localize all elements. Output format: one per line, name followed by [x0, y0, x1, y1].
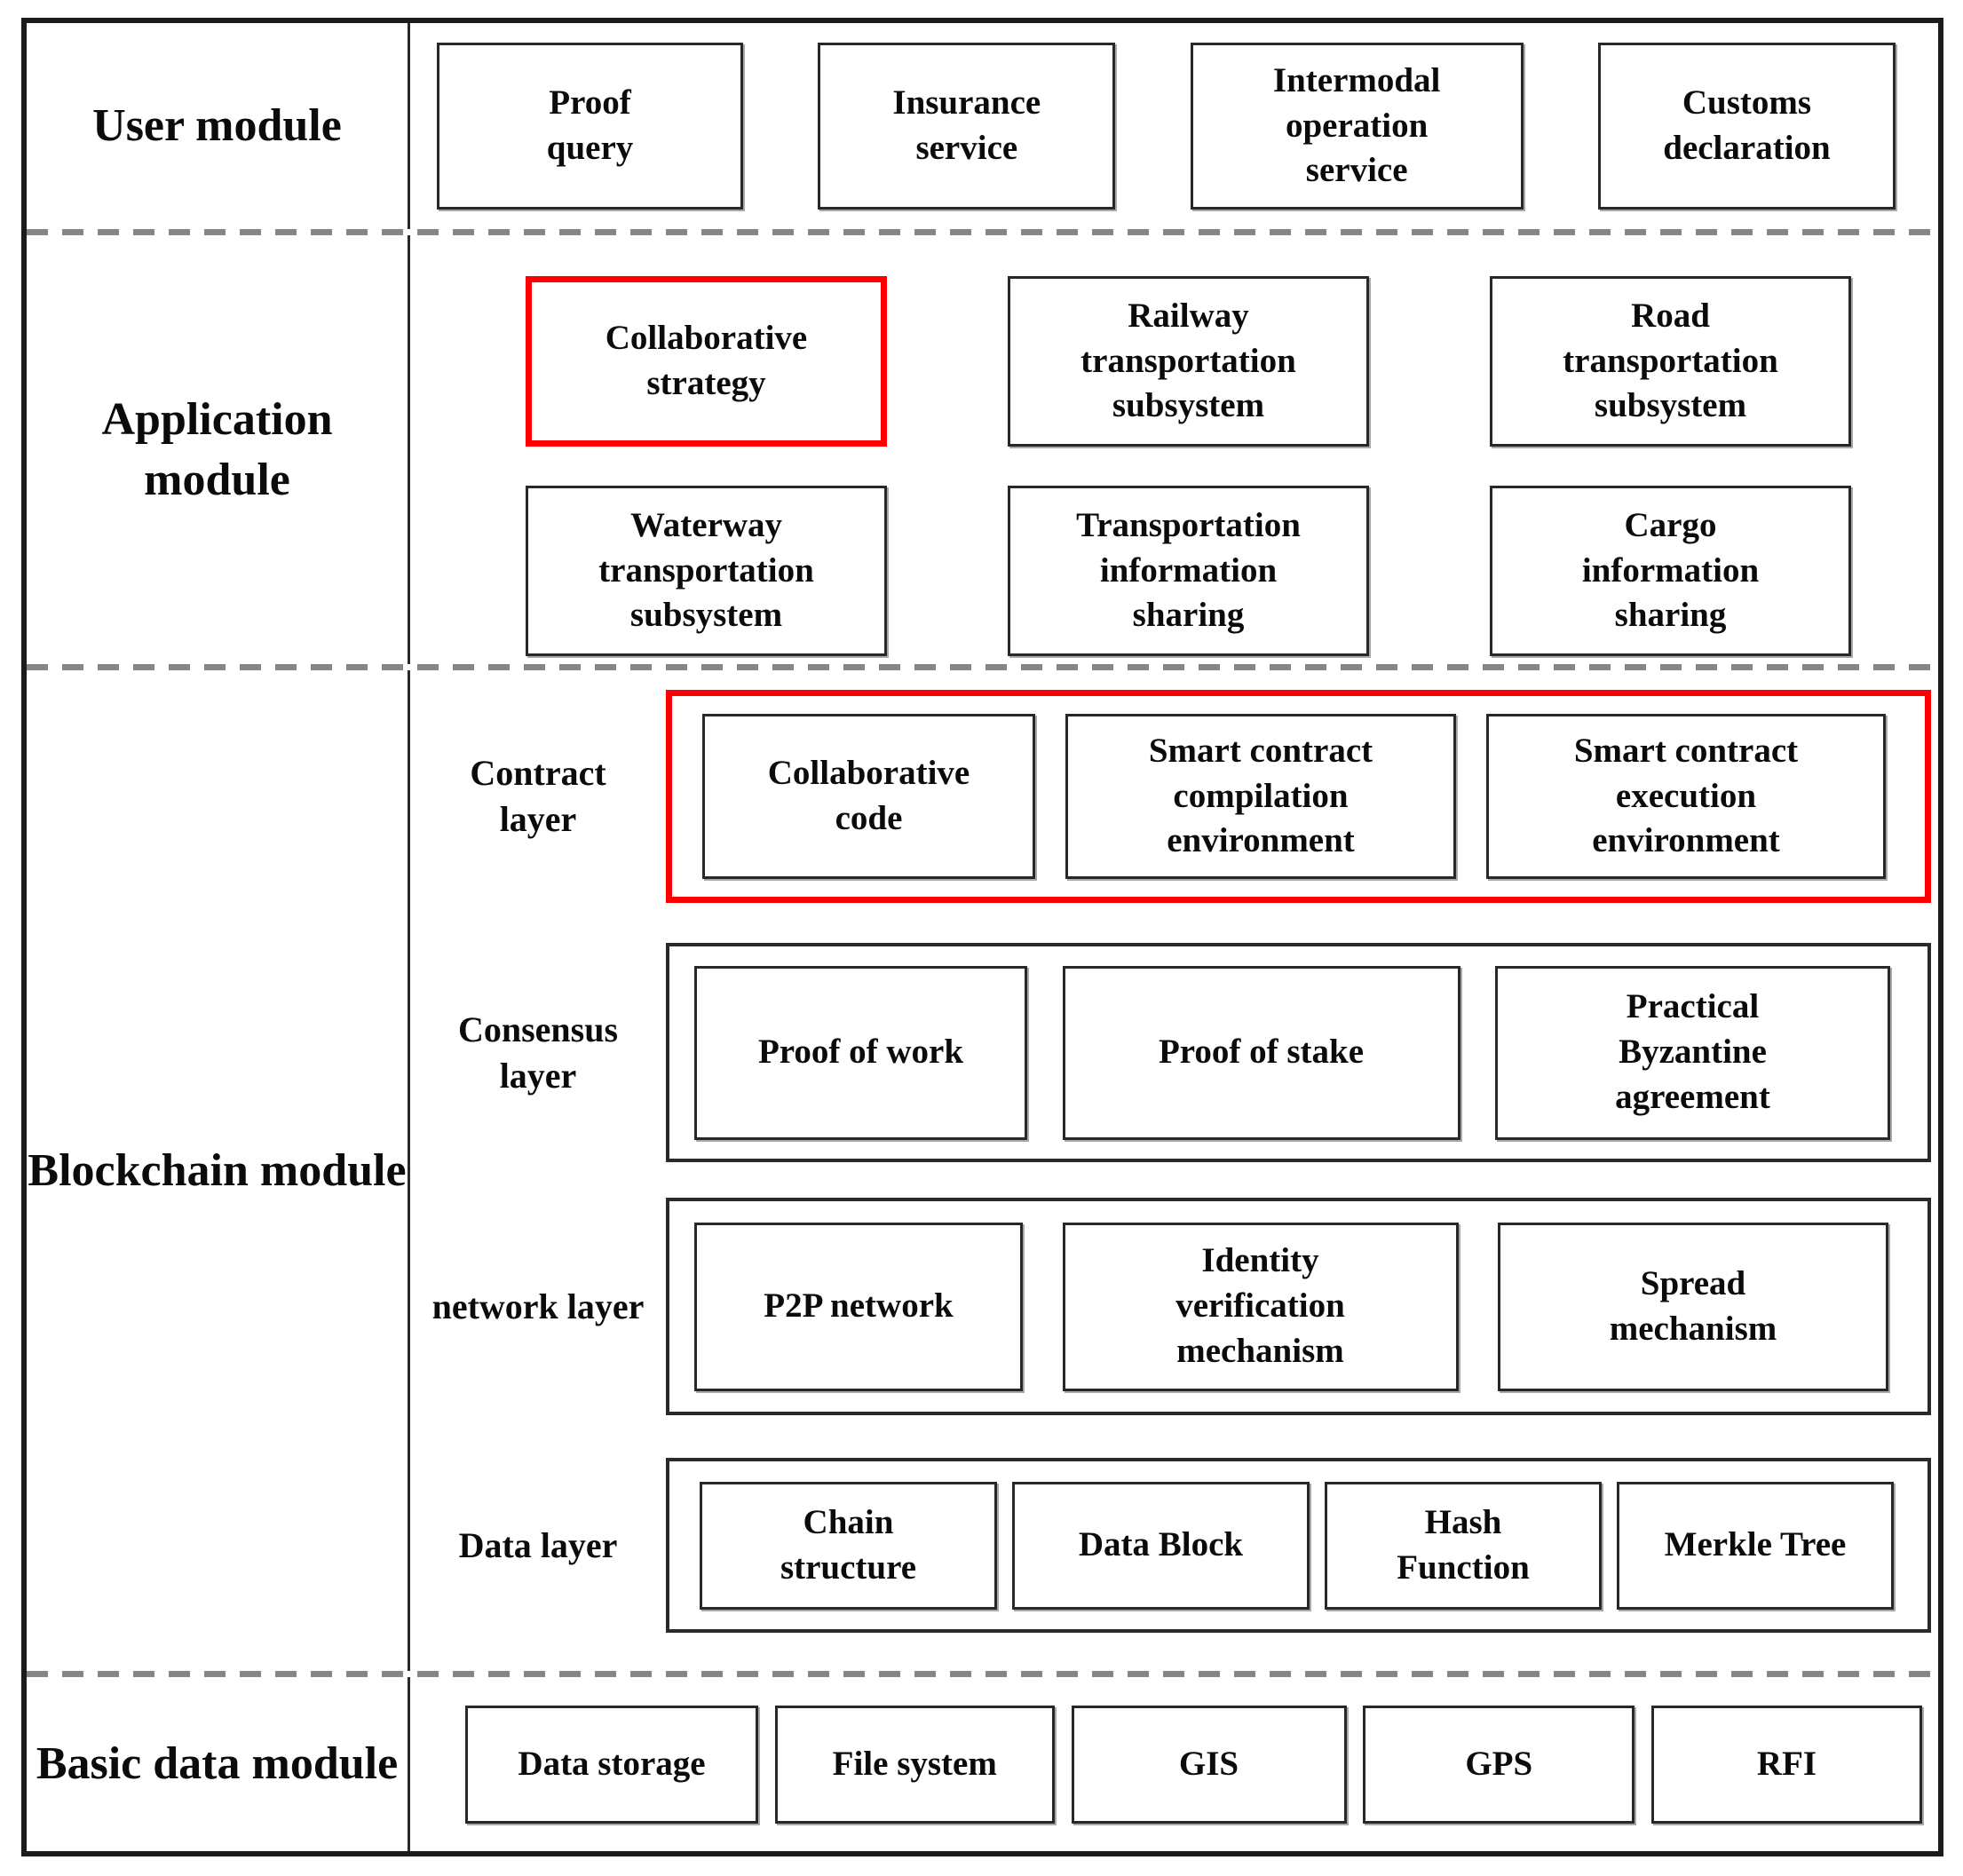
box-data-block-label: Data Block [1078, 1525, 1244, 1564]
box-cargo-information-sharing-label: Cargo information sharing [1581, 505, 1760, 635]
box-smart-contract-execution-environment: Smart contract execution environment [1486, 714, 1886, 879]
box-proof-query-label: Proof query [546, 83, 634, 167]
box-gis: GIS [1071, 1705, 1347, 1824]
box-identity-verification-mechanism-label: Identity verification mechanism [1175, 1241, 1345, 1370]
dashed-separator [27, 1671, 1938, 1677]
row-application-module: Application module Collaborative strateg… [27, 235, 1938, 664]
dashed-separator [27, 664, 1938, 670]
module-label-user-text: User module [92, 100, 342, 152]
box-gis-label: GIS [1178, 1744, 1239, 1783]
box-spread-mechanism-label: Spread mechanism [1609, 1263, 1777, 1348]
contract-layer-label: Contract layer [410, 750, 666, 843]
network-layer-label-text: network layer [431, 1286, 645, 1326]
module-label-application: Application module [27, 235, 410, 664]
contract-layer-label-text: Contract layer [470, 753, 606, 839]
box-customs-declaration: Customs declaration [1597, 43, 1896, 210]
module-label-basic-data-text: Basic data module [36, 1738, 399, 1790]
dashed-separator [27, 229, 1938, 235]
box-intermodal-operation-service-label: Intermodal operation service [1272, 60, 1441, 190]
network-layer: network layer P2P network Identity verif… [410, 1198, 1938, 1415]
box-data-block: Data Block [1012, 1481, 1310, 1610]
box-proof-of-work-label: Proof of work [757, 1033, 964, 1072]
blockchain-module-content: Contract layer Collaborative code Smart … [410, 670, 1938, 1671]
data-layer-label: Data layer [410, 1523, 666, 1569]
box-waterway-transportation-subsystem: Waterway transportation subsystem [526, 486, 887, 656]
box-waterway-transportation-subsystem-label: Waterway transportation subsystem [598, 505, 814, 635]
network-layer-label: network layer [410, 1284, 666, 1330]
box-proof-query: Proof query [437, 43, 743, 210]
box-road-transportation-subsystem-label: Road transportation subsystem [1563, 296, 1778, 425]
box-p2p-network-label: P2P network [764, 1286, 954, 1326]
box-railway-transportation-subsystem: Railway transportation subsystem [1008, 276, 1369, 447]
box-cargo-information-sharing: Cargo information sharing [1490, 486, 1851, 656]
box-smart-contract-compilation-environment: Smart contract compilation environment [1065, 714, 1456, 879]
box-chain-structure: Chain structure [700, 1481, 997, 1610]
row-user-module: User module Proof query Insurance servic… [27, 23, 1938, 229]
box-practical-byzantine-agreement-label: Practical Byzantine agreement [1615, 987, 1770, 1116]
module-label-blockchain-text: Blockchain module [28, 1144, 407, 1196]
contract-layer-group: Collaborative code Smart contract compil… [666, 690, 1931, 903]
box-rfi: RFI [1651, 1705, 1922, 1824]
box-road-transportation-subsystem: Road transportation subsystem [1490, 276, 1851, 447]
box-gps: GPS [1363, 1705, 1635, 1824]
module-label-application-text: Application module [101, 393, 333, 505]
box-smart-contract-execution-environment-label: Smart contract execution environment [1573, 731, 1799, 860]
box-p2p-network: P2P network [694, 1222, 1023, 1391]
box-gps-label: GPS [1465, 1744, 1533, 1783]
box-smart-contract-compilation-environment-label: Smart contract compilation environment [1148, 731, 1373, 860]
box-proof-of-stake: Proof of stake [1062, 965, 1460, 1140]
row-basic-data-module: Basic data module Data storage File syst… [27, 1677, 1938, 1851]
box-spread-mechanism: Spread mechanism [1498, 1222, 1888, 1391]
box-customs-declaration-label: Customs declaration [1663, 83, 1831, 167]
data-layer-group: Chain structure Data Block Hash Function… [666, 1458, 1931, 1633]
box-hash-function: Hash Function [1325, 1481, 1602, 1610]
row-blockchain-module: Blockchain module Contract layer Collabo… [27, 670, 1938, 1671]
box-chain-structure-label: Chain structure [780, 1502, 917, 1587]
box-collaborative-code: Collaborative code [702, 714, 1035, 879]
network-layer-group: P2P network Identity verification mechan… [666, 1198, 1931, 1415]
box-identity-verification-mechanism: Identity verification mechanism [1062, 1222, 1459, 1391]
box-insurance-service-label: Insurance service [892, 83, 1041, 167]
consensus-layer: Consensus layer Proof of work Proof of s… [410, 943, 1938, 1162]
module-label-user: User module [27, 23, 410, 229]
box-transportation-information-sharing-label: Transportation information sharing [1076, 505, 1301, 635]
diagram-frame: User module Proof query Insurance servic… [21, 18, 1943, 1856]
consensus-layer-group: Proof of work Proof of stake Practical B… [666, 943, 1931, 1162]
module-label-blockchain: Blockchain module [27, 670, 410, 1671]
box-collaborative-strategy: Collaborative strategy [526, 276, 887, 447]
box-data-storage: Data storage [465, 1705, 758, 1824]
box-collaborative-code-label: Collaborative code [767, 754, 970, 837]
box-transportation-information-sharing: Transportation information sharing [1008, 486, 1369, 656]
box-proof-of-work: Proof of work [694, 965, 1027, 1140]
data-layer: Data layer Chain structure Data Block Ha… [410, 1458, 1938, 1633]
contract-layer: Contract layer Collaborative code Smart … [410, 690, 1938, 903]
user-module-content: Proof query Insurance service Intermodal… [410, 23, 1938, 229]
application-module-content: Collaborative strategy Railway transport… [410, 235, 1938, 664]
box-insurance-service: Insurance service [818, 43, 1116, 210]
box-rfi-label: RFI [1756, 1744, 1817, 1783]
box-proof-of-stake-label: Proof of stake [1158, 1033, 1365, 1072]
basic-data-module-content: Data storage File system GIS GPS RFI [410, 1677, 1938, 1851]
box-hash-function-label: Hash Function [1397, 1502, 1530, 1587]
consensus-layer-label: Consensus layer [410, 1007, 666, 1099]
box-merkle-tree-label: Merkle Tree [1664, 1525, 1847, 1564]
box-file-system-label: File system [832, 1744, 997, 1783]
box-intermodal-operation-service: Intermodal operation service [1190, 43, 1524, 210]
box-merkle-tree: Merkle Tree [1617, 1481, 1894, 1610]
box-data-storage-label: Data storage [518, 1744, 706, 1783]
box-practical-byzantine-agreement: Practical Byzantine agreement [1495, 965, 1890, 1140]
box-railway-transportation-subsystem-label: Railway transportation subsystem [1080, 296, 1296, 425]
consensus-layer-label-text: Consensus layer [457, 1009, 619, 1096]
box-collaborative-strategy-label: Collaborative strategy [605, 319, 808, 402]
module-label-basic-data: Basic data module [27, 1677, 410, 1851]
data-layer-label-text: Data layer [458, 1524, 618, 1565]
box-file-system: File system [774, 1705, 1055, 1824]
